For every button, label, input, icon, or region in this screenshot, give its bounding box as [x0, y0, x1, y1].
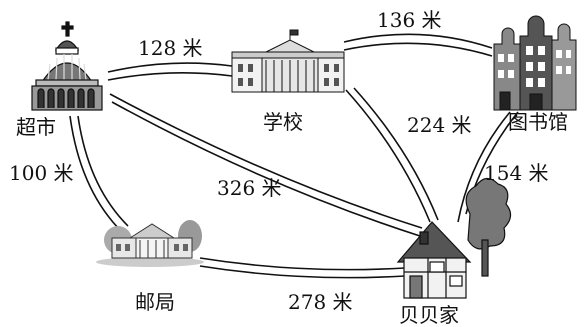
label-school: 学校	[263, 110, 303, 134]
distance-library-home: 154 米	[484, 161, 549, 185]
post-office-icon	[96, 220, 204, 267]
supermarket-icon	[31, 21, 103, 111]
road-supermarket-home	[109, 93, 423, 229]
distance-post-home: 278 米	[288, 290, 353, 314]
road-school-home	[345, 89, 431, 223]
road-library-home	[457, 111, 511, 223]
home-icon	[396, 177, 512, 299]
distance-supermarket-post: 100 米	[9, 161, 74, 185]
distance-school-library: 136 米	[377, 8, 442, 32]
label-supermarket: 超市	[16, 115, 56, 139]
distance-supermarket-home: 326 米	[217, 176, 282, 200]
road-supermarket-school	[107, 62, 233, 73]
label-post-office: 邮局	[135, 290, 175, 314]
distance-school-home: 224 米	[407, 113, 472, 137]
library-icon	[493, 15, 577, 111]
school-icon	[231, 29, 345, 93]
distance-supermarket-school: 128 米	[138, 36, 203, 60]
label-library: 图书馆	[508, 110, 568, 134]
road-supermarket-post	[69, 115, 123, 233]
road-post-home	[199, 257, 406, 271]
road-school-library	[343, 33, 493, 49]
label-beibei-home: 贝贝家	[399, 303, 459, 327]
roads	[69, 33, 519, 279]
